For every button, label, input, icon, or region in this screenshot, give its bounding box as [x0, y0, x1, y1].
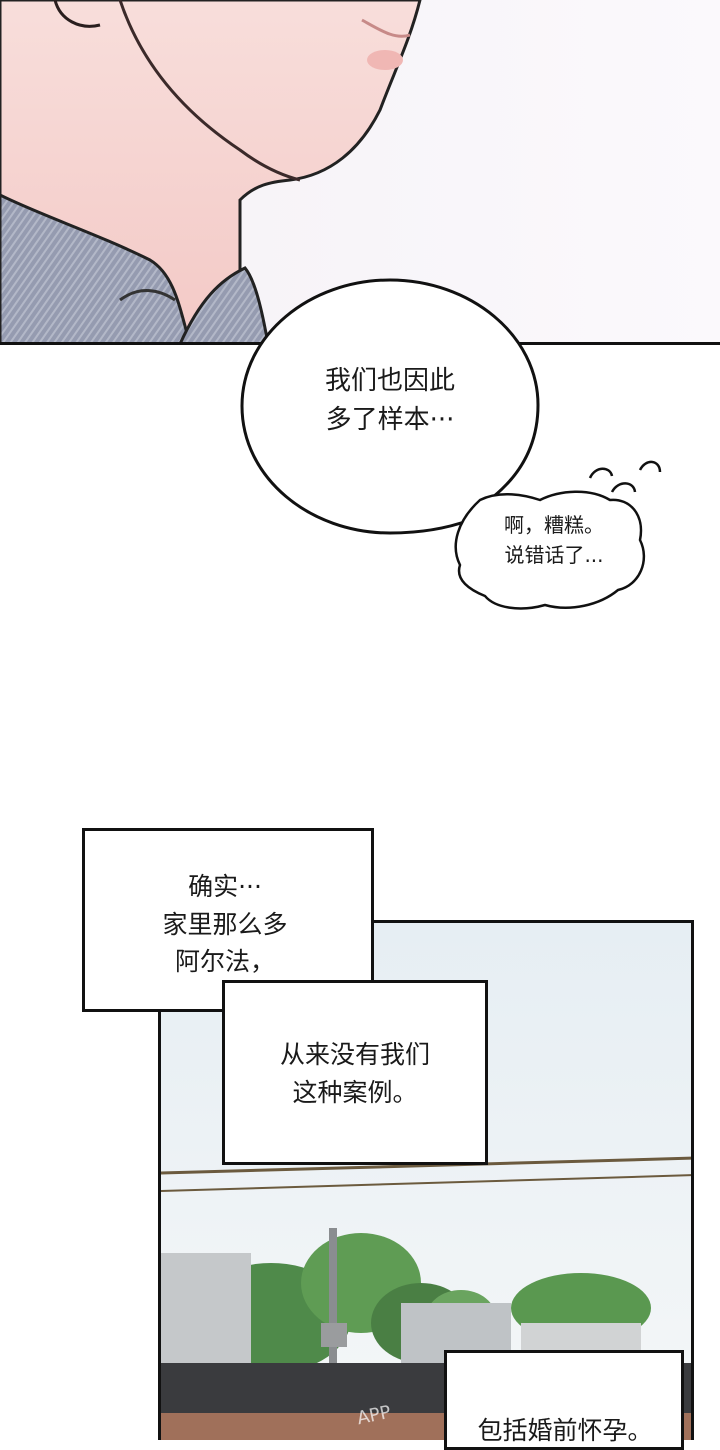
speech-bubble-shapes	[240, 278, 662, 610]
narration-seam	[225, 983, 371, 1009]
narration-text-1: 确实··· 家里那么多 阿尔法，	[162, 872, 288, 976]
narration-text-3: 包括婚前怀孕。	[477, 1416, 653, 1445]
speech-main-text: 我们也因此 多了样本···	[324, 366, 455, 435]
narration-box-2	[222, 980, 488, 1165]
top-panel-face	[0, 0, 720, 344]
face-illustration	[0, 0, 720, 344]
narration-text-2: 从来没有我们 这种案例。	[279, 1040, 430, 1107]
speech-mutter-text: 啊，糟糕。 说错话了...	[504, 513, 604, 567]
